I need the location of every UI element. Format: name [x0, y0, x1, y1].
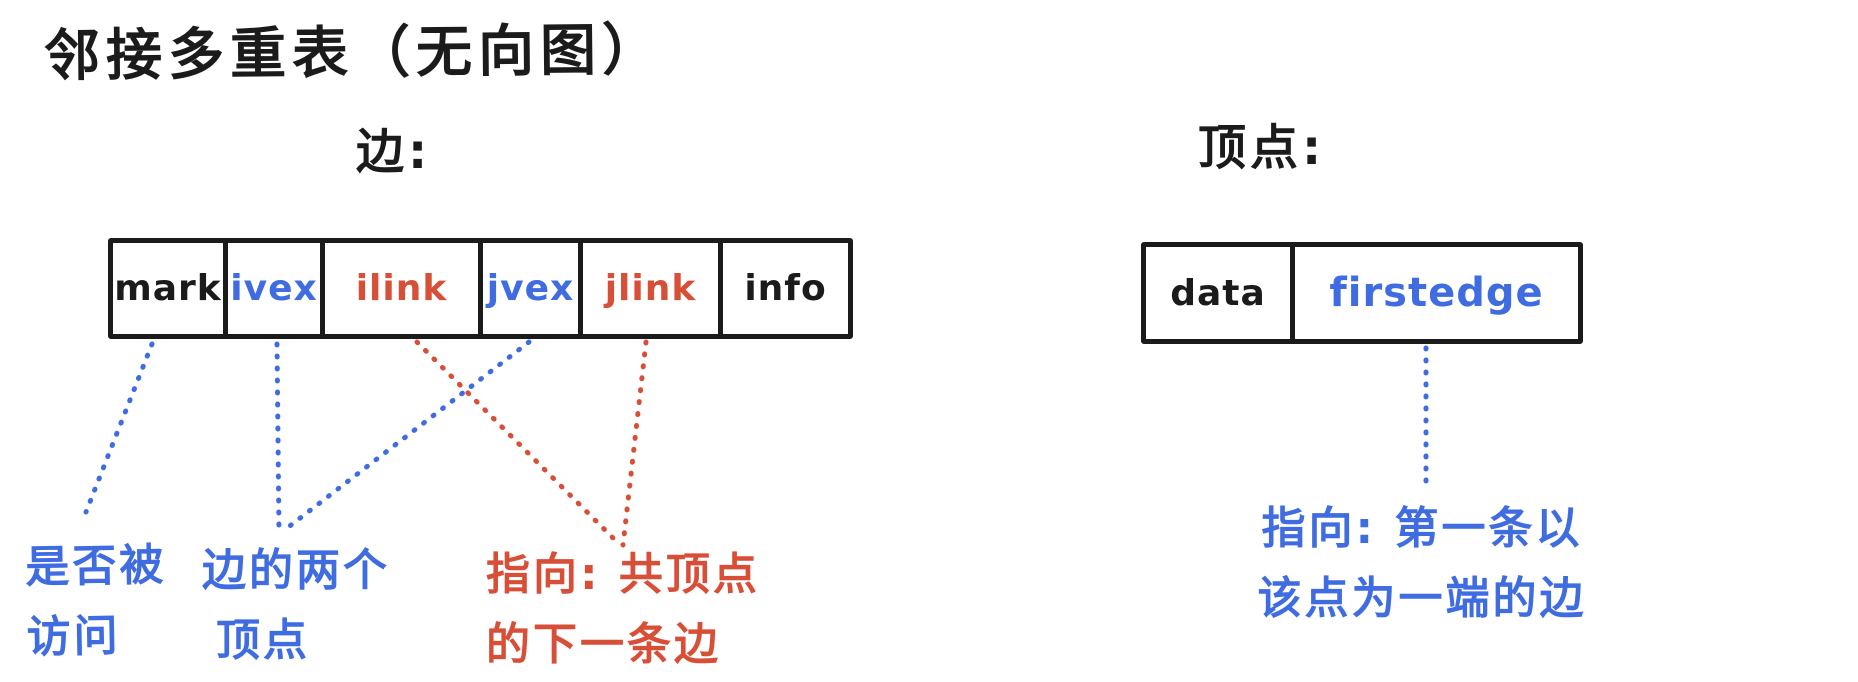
connector-ilink-to-note [414, 339, 623, 548]
annotation-edge-vertices-line2: 顶点 [216, 615, 310, 666]
connector-mark-to-note [83, 341, 155, 515]
annotation-mark-line1: 是否被 [24, 539, 167, 594]
connector-ivex-to-note [274, 341, 282, 535]
edge-cell-jvex: jvex [483, 243, 583, 334]
vertex-cell-data: data [1146, 247, 1295, 339]
annotation-mark: 是否被 访问 [25, 531, 168, 673]
vertex-section-label: 顶点: [1198, 120, 1326, 176]
edge-cell-info: info [744, 268, 827, 309]
annotation-edge-vertices-line1: 边的两个 [202, 545, 390, 596]
edge-cell-jlink: jlink [583, 243, 723, 334]
annotation-firstedge-line1: 指向: 第一条以 [1261, 503, 1583, 554]
page-title: 邻接多重表（无向图） [43, 17, 665, 90]
annotation-edge-vertices: 边的两个 顶点 [202, 536, 390, 676]
edge-cell-ivex: ivex [228, 243, 325, 334]
edge-section-label: 边: [356, 124, 432, 180]
annotation-firstedge-line2: 该点为一端的边 [1257, 573, 1587, 624]
vertex-cell-firstedge: firstedge [1329, 270, 1544, 316]
vertex-node-table: data firstedge [1141, 242, 1583, 344]
connector-jlink-to-note [620, 339, 649, 548]
edge-cell-ilink: ilink [325, 243, 483, 334]
annotation-firstedge: 指向: 第一条以 该点为一端的边 [1232, 494, 1612, 634]
annotation-mark-line2: 访问 [26, 610, 122, 664]
edge-cell-mark: mark [113, 243, 228, 334]
annotation-next-edge: 指向: 共顶点 的下一条边 [486, 540, 760, 680]
annotation-next-edge-line1: 指向: 共顶点 [486, 549, 760, 600]
annotation-next-edge-line2: 的下一条边 [486, 619, 721, 670]
connector-jvex-to-note [279, 339, 532, 535]
edge-node-table: mark ivex ilink jvex jlink info [108, 238, 853, 339]
